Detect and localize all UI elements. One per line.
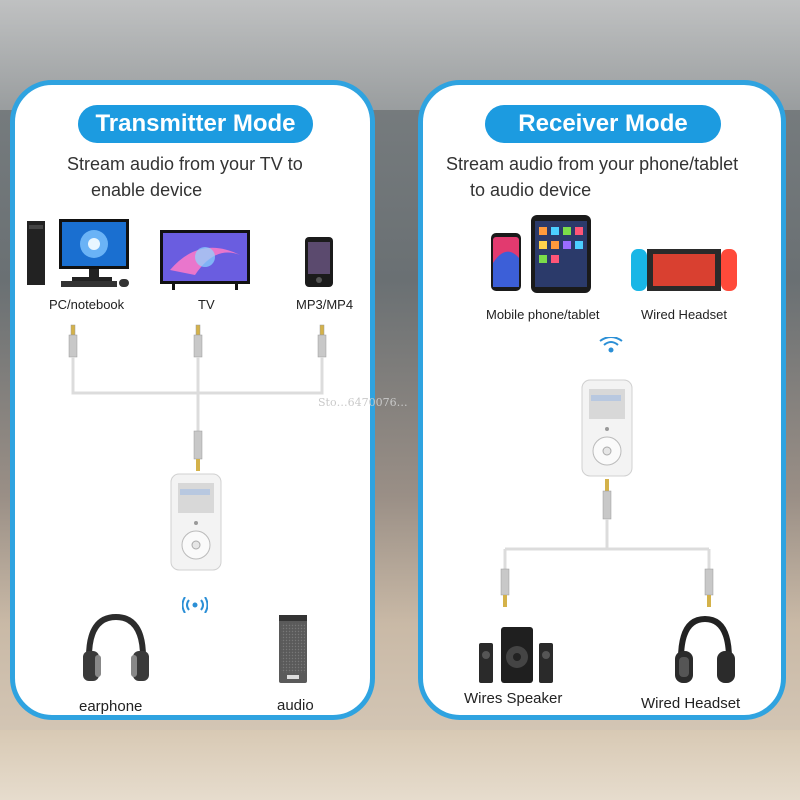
- speaker-system-icon: [479, 627, 553, 683]
- transmitter-subtitle-line2: enable device: [91, 180, 203, 200]
- source-label-pc: PC/notebook: [49, 297, 125, 312]
- output-label-earphone: earphone: [79, 698, 143, 715]
- transmitter-mode-panel: Transmitter Mode Stream audio from your …: [10, 80, 375, 720]
- source-label-mobile: Mobile phone/tablet: [486, 307, 600, 322]
- receiver-mode-title: Receiver Mode: [485, 105, 721, 143]
- phone-tablet-icon: [491, 215, 591, 293]
- headphones-icon: [83, 613, 149, 681]
- aux-cable-splitter: [68, 324, 327, 471]
- game-console-icon: [631, 249, 737, 291]
- bluetooth-adapter-device: [581, 379, 633, 477]
- transmitter-mode-title: Transmitter Mode: [78, 105, 313, 143]
- wireless-signal-icon: [182, 597, 208, 613]
- desktop-pc-icon: [27, 219, 129, 287]
- wireless-signal-icon: [599, 337, 623, 353]
- bluetooth-adapter-device: [170, 473, 222, 571]
- mp3-player-icon: [305, 237, 333, 287]
- headphones-icon: [675, 615, 735, 683]
- receiver-mode-panel: Receiver Mode Stream audio from your pho…: [418, 80, 786, 720]
- receiver-subtitle-line2: to audio device: [470, 180, 592, 200]
- output-label-wires-speaker: Wires Speaker: [464, 690, 563, 707]
- aux-cable-splitter: [500, 479, 714, 607]
- source-label-tv: TV: [198, 297, 215, 312]
- output-label-audio: audio: [277, 697, 314, 714]
- source-label-mp3: MP3/MP4: [296, 297, 354, 312]
- receiver-subtitle-line1: Stream audio from your phone/tablet: [446, 154, 739, 174]
- speaker-icon: [279, 615, 307, 683]
- background-floor: [0, 730, 800, 800]
- transmitter-subtitle-line1: Stream audio from your TV to: [67, 154, 303, 174]
- watermark-text: Sto…6470076…: [318, 396, 408, 409]
- output-label-wired-headset: Wired Headset: [641, 695, 741, 712]
- tv-icon: [160, 230, 250, 290]
- source-label-wired-headset: Wired Headset: [641, 307, 727, 322]
